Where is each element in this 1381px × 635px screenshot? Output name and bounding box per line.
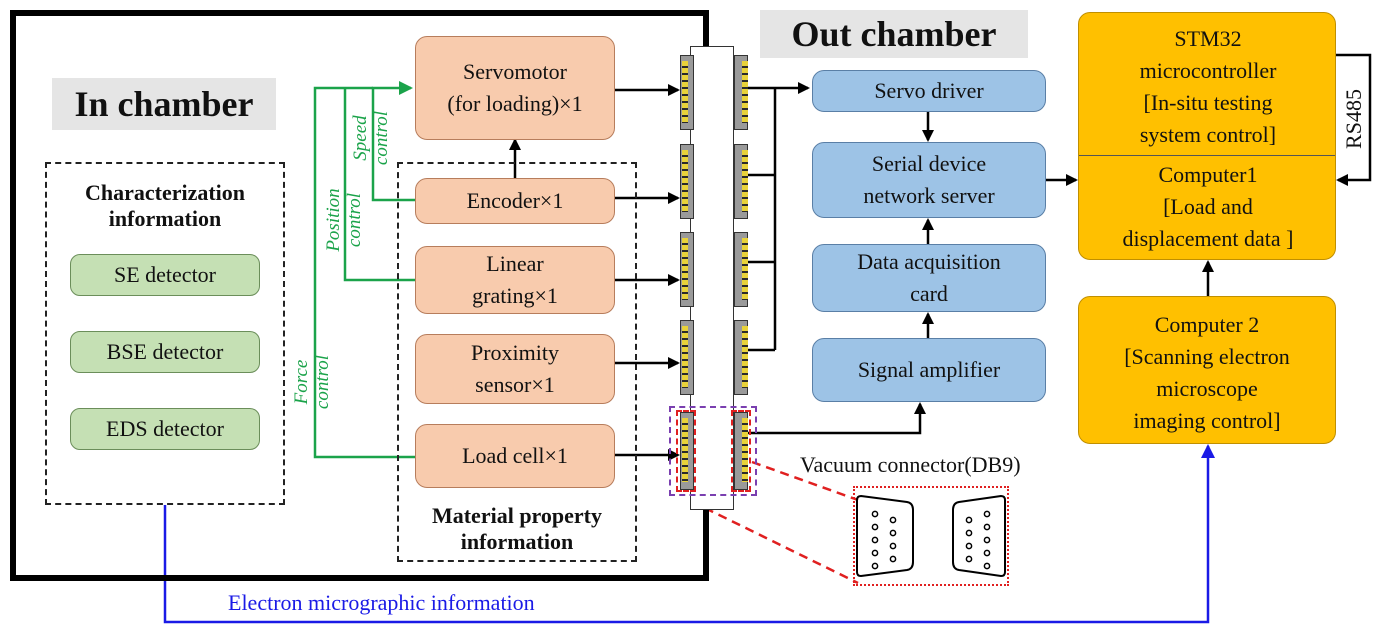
control-lines bbox=[313, 81, 415, 459]
computer2-line2: [Scanning electron bbox=[1124, 343, 1290, 369]
db9-left bbox=[856, 494, 914, 578]
computer2-line3: microscope bbox=[1156, 375, 1258, 401]
db9-right bbox=[952, 494, 1006, 578]
serial-server-box: Serial device network server bbox=[812, 142, 1046, 218]
force-control-label: Force control bbox=[291, 332, 336, 432]
stm32-line2: microcontroller bbox=[1139, 57, 1277, 83]
eds-detector: EDS detector bbox=[70, 408, 260, 450]
bse-detector: BSE detector bbox=[70, 331, 260, 373]
section-divider bbox=[1079, 155, 1335, 156]
characterization-title-line2: information bbox=[108, 206, 222, 232]
servomotor-line2: (for loading)×1 bbox=[447, 91, 583, 116]
electron-info-line bbox=[163, 444, 1215, 624]
computer1-section: Computer1 [Load and displacement data ] bbox=[1079, 159, 1337, 255]
connector-5 bbox=[680, 412, 748, 490]
daq-card-box: Data acquisition card bbox=[812, 244, 1046, 312]
se-detector: SE detector bbox=[70, 254, 260, 296]
servomotor-line1: Servomotor bbox=[463, 59, 567, 85]
characterization-title: Characterization information bbox=[45, 180, 285, 233]
characterization-group bbox=[45, 162, 285, 505]
material-group bbox=[397, 162, 637, 562]
stm32-section: STM32 microcontroller [In-situ testing s… bbox=[1079, 23, 1337, 151]
characterization-title-line1: Characterization bbox=[84, 180, 246, 205]
daq-line2: card bbox=[910, 281, 948, 306]
computer1-line2: [Load and bbox=[1163, 193, 1253, 219]
computer2-line1: Computer 2 bbox=[1154, 312, 1260, 337]
highlight-purple-box bbox=[669, 406, 757, 496]
highlight-red-left bbox=[676, 410, 696, 492]
proximity-line1: Proximity bbox=[470, 340, 559, 366]
stm32-line1: STM32 bbox=[1174, 26, 1242, 51]
force-control-line1: Force bbox=[291, 359, 312, 405]
computer1-line1: Computer1 bbox=[1158, 162, 1258, 187]
daq-line1: Data acquisition bbox=[857, 249, 1001, 275]
encoder-box: Encoder×1 bbox=[415, 178, 615, 224]
connector-column bbox=[690, 46, 734, 510]
db9-left-pins bbox=[871, 510, 897, 570]
servomotor-box: Servomotor (for loading)×1 bbox=[415, 36, 615, 140]
connector-2 bbox=[680, 144, 748, 219]
db9-leaders bbox=[704, 460, 859, 585]
connector-1 bbox=[680, 55, 748, 130]
vacuum-connector-label: Vacuum connector(DB9) bbox=[800, 452, 1021, 477]
highlight-red-right bbox=[731, 410, 751, 492]
linear-grating-line2: grating×1 bbox=[472, 283, 558, 308]
stm32-line4: system control] bbox=[1139, 121, 1277, 147]
position-control-line1: Position bbox=[323, 188, 344, 252]
electron-info-label: Electron micrographic information bbox=[228, 590, 535, 615]
serial-server-line1: Serial device bbox=[871, 151, 987, 177]
material-title-line1: Material property bbox=[431, 503, 603, 528]
material-title: Material property information bbox=[397, 503, 637, 556]
proximity-sensor-box: Proximity sensor×1 bbox=[415, 334, 615, 404]
load-cell-box: Load cell×1 bbox=[415, 424, 615, 488]
speed-control-line2: control bbox=[370, 110, 392, 166]
rs485-loop bbox=[1336, 53, 1372, 186]
servo-driver-box: Servo driver bbox=[812, 70, 1046, 112]
force-control-line2: control bbox=[311, 354, 333, 410]
proximity-line2: sensor×1 bbox=[475, 372, 555, 397]
stm32-line3: [In-situ testing bbox=[1143, 89, 1273, 115]
serial-server-line2: network server bbox=[863, 183, 995, 208]
db9-right-pins bbox=[965, 510, 991, 570]
db9-connector-icons bbox=[856, 494, 1006, 578]
signal-amplifier-box: Signal amplifier bbox=[812, 338, 1046, 402]
position-control-label: Position control bbox=[323, 170, 368, 270]
rs485-label: RS485 bbox=[1341, 89, 1366, 149]
out-chamber-title: Out chamber bbox=[760, 10, 1028, 58]
computer2-box: Computer 2 [Scanning electron microscope… bbox=[1078, 296, 1336, 444]
linear-grating-line1: Linear bbox=[486, 251, 544, 277]
stm32-computer1-box: STM32 microcontroller [In-situ testing s… bbox=[1078, 12, 1336, 260]
in-chamber-title: In chamber bbox=[52, 78, 276, 130]
position-control-line2: control bbox=[343, 192, 365, 248]
sensor-arrows bbox=[615, 84, 680, 461]
material-title-line2: information bbox=[460, 529, 574, 555]
out-chamber-arrows bbox=[922, 112, 1214, 338]
linear-grating-box: Linear grating×1 bbox=[415, 246, 615, 314]
computer1-line3: displacement data ] bbox=[1122, 225, 1294, 251]
connector-3 bbox=[680, 232, 748, 307]
computer2-line4: imaging control] bbox=[1133, 407, 1281, 433]
db9-detail-box bbox=[853, 486, 1009, 586]
bus-lines bbox=[748, 82, 926, 435]
connector-4 bbox=[680, 320, 748, 395]
